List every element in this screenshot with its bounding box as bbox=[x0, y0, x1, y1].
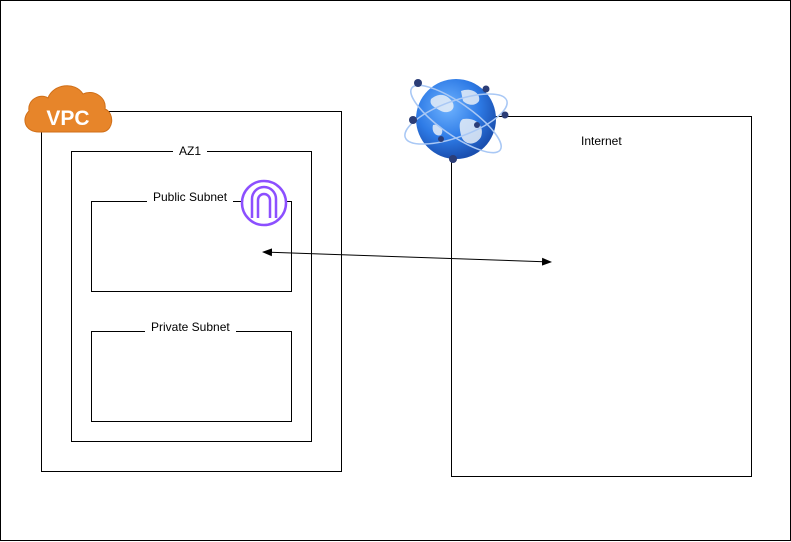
globe-icon[interactable] bbox=[399, 75, 513, 163]
vpc-cloud-icon: VPC bbox=[24, 85, 113, 133]
vpc-label: VPC bbox=[46, 107, 89, 130]
connection-arrow[interactable] bbox=[262, 248, 552, 266]
private-subnet-label: Private Subnet bbox=[145, 320, 236, 334]
internet-box[interactable] bbox=[451, 116, 752, 477]
internet-gateway-icon[interactable] bbox=[240, 179, 288, 227]
vpc-box[interactable] bbox=[41, 111, 342, 472]
public-subnet-label: Public Subnet bbox=[147, 190, 234, 204]
internet-label: Internet bbox=[581, 134, 622, 148]
az1-label: AZ1 bbox=[173, 144, 208, 158]
